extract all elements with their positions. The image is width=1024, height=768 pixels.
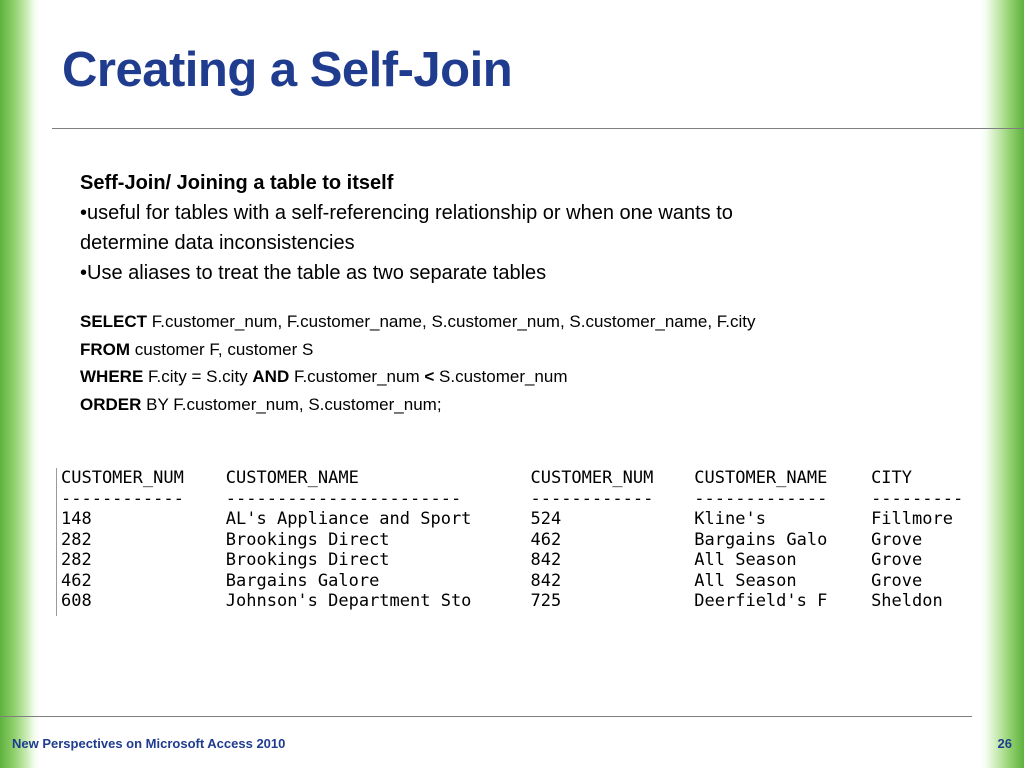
table-cell: Kline's (694, 509, 766, 529)
footer-divider (0, 716, 972, 717)
table-cell: Sheldon (871, 591, 943, 611)
sql-keyword: ORDER (80, 394, 142, 414)
sql-keyword: FROM (80, 339, 131, 359)
slide-content: Seff-Join/ Joining a table to itself •us… (80, 168, 800, 418)
table-cell: AL's Appliance and Sport (225, 509, 472, 529)
column-header: CITY (871, 468, 913, 488)
bullet-item: •Use aliases to treat the table as two s… (80, 262, 547, 284)
page-number: 26 (997, 736, 1012, 751)
result-table: CUSTOMER_NUM CUSTOMER_NAME CUSTOMER_NUM … (61, 468, 981, 612)
sql-text: F.customer_num, F.customer_name, S.custo… (147, 312, 756, 331)
table-cell: All Season (694, 550, 797, 570)
column-header: CUSTOMER_NAME (225, 468, 359, 488)
sql-text: F.city = S.city (143, 367, 253, 386)
table-cell: Grove (871, 550, 923, 570)
bullet-item: •useful for tables with a self-referenci… (80, 202, 733, 254)
table-row: 282 Brookings Direct 462 Bargains Galo G… (61, 530, 981, 551)
sql-text: BY F.customer_num, S.customer_num; (141, 394, 442, 414)
table-cell: 842 (530, 570, 562, 591)
table-cell: 282 (61, 529, 92, 550)
result-separator-row: ------------ ----------------------- ---… (61, 489, 981, 510)
table-cell: 842 (530, 550, 562, 570)
footer-text: New Perspectives on Microsoft Access 201… (12, 736, 286, 751)
table-cell: Bargains Galore (225, 570, 380, 591)
table-cell: 725 (530, 591, 562, 611)
title-divider (52, 128, 1024, 129)
sql-keyword: SELECT (80, 312, 148, 331)
sql-where-line: WHERE F.city = S.city AND F.customer_num… (80, 363, 800, 391)
result-header-row: CUSTOMER_NUM CUSTOMER_NAME CUSTOMER_NUM … (61, 468, 981, 489)
table-cell: 462 (61, 570, 92, 591)
table-cell: 148 (61, 509, 92, 529)
table-cell: 524 (530, 509, 562, 529)
table-cell: Grove (871, 570, 923, 591)
table-row: 148 AL's Appliance and Sport 524 Kline's… (61, 509, 981, 530)
table-cell: Brookings Direct (225, 550, 390, 570)
content-heading: Seff-Join/ Joining a table to itself (80, 172, 394, 194)
query-result-output: CUSTOMER_NUM CUSTOMER_NAME CUSTOMER_NUM … (56, 468, 981, 616)
separator-dashes: --------- (871, 488, 964, 509)
table-cell: 608 (61, 591, 92, 611)
table-cell: 462 (530, 529, 562, 550)
sql-order-line: ORDER BY F.customer_num, S.customer_num; (80, 391, 800, 419)
column-header: CUSTOMER_NUM (530, 468, 654, 488)
sql-select-line: SELECT F.customer_num, F.customer_name, … (80, 308, 800, 336)
sql-operator: < (424, 367, 435, 386)
sql-query: SELECT F.customer_num, F.customer_name, … (80, 308, 800, 418)
sql-keyword: AND (252, 367, 290, 386)
sql-keyword: WHERE (80, 367, 144, 386)
table-cell: Brookings Direct (225, 529, 390, 550)
slide-title: Creating a Self-Join (62, 43, 513, 97)
table-row: 282 Brookings Direct 842 All Season Grov… (61, 550, 981, 571)
table-cell: Grove (871, 529, 923, 550)
table-cell: Fillmore (871, 509, 953, 529)
left-decorative-bar (0, 0, 40, 768)
separator-dashes: ----------------------- (225, 488, 462, 509)
table-row: 462 Bargains Galore 842 All Season Grove (61, 571, 981, 592)
table-cell: All Season (694, 570, 797, 591)
table-cell: 282 (61, 550, 92, 570)
table-cell: Bargains Galo (694, 529, 828, 550)
column-header: CUSTOMER_NUM (61, 468, 184, 488)
sql-text: customer F, customer S (130, 339, 314, 359)
column-header: CUSTOMER_NAME (694, 468, 828, 488)
right-decorative-bar (980, 0, 1024, 768)
separator-dashes: ------------ (530, 488, 654, 509)
sql-text: F.customer_num (289, 367, 425, 386)
table-row: 608 Johnson's Department Sto 725 Deerfie… (61, 591, 981, 612)
table-cell: Johnson's Department Sto (225, 591, 472, 611)
separator-dashes: ------------ (61, 488, 184, 509)
sql-from-line: FROM customer F, customer S (80, 336, 800, 364)
table-cell: Deerfield's F (694, 591, 828, 611)
separator-dashes: ------------- (694, 488, 828, 509)
sql-text: S.customer_num (434, 367, 568, 386)
